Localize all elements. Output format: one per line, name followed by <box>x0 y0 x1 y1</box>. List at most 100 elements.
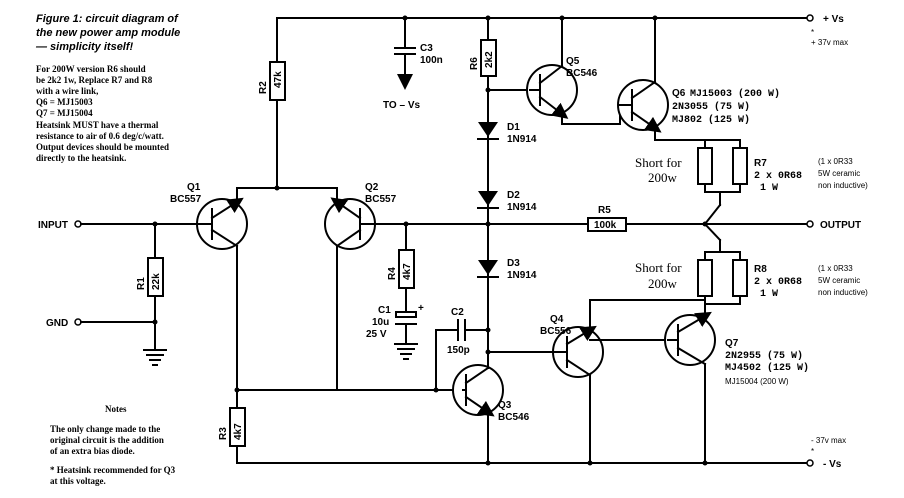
intro-line: resistance to air of 0.6 deg/c/watt. <box>36 131 164 141</box>
vs-minus-terminal[interactable] <box>806 459 814 467</box>
d1-part: 1N914 <box>507 134 537 145</box>
r7-alt: (1 x 0R33 <box>818 157 853 166</box>
vs-minus-star: * <box>811 447 814 456</box>
junction-dot <box>702 460 708 466</box>
junction-dot <box>652 15 658 21</box>
diode-d2: D2 1N914 <box>477 190 537 213</box>
transistor-q2: Q2 BC557 <box>324 182 397 250</box>
junction-dot <box>234 387 240 393</box>
r8-short-note: Short for <box>635 260 682 275</box>
q7-line: 2N2955 (75 W) <box>725 350 803 362</box>
r8-alt: non inductive) <box>818 288 868 297</box>
capacitor-c2: C2 150p <box>435 307 489 391</box>
transistor-q7: Q7 2N2955 (75 W) MJ4502 (125 W) MJ15004 … <box>664 311 809 386</box>
q6-name: Q6 <box>672 88 686 99</box>
q2-part: BC557 <box>365 194 397 205</box>
r7-short-note: 200w <box>648 170 678 185</box>
d3-part: 1N914 <box>507 270 537 281</box>
q2-name: Q2 <box>365 182 379 193</box>
notes-line: The only change made to the <box>50 424 160 434</box>
capacitor-c1: + C1 10u 25 V <box>366 303 424 360</box>
r1-value: 22k <box>151 273 162 290</box>
d1-name: D1 <box>507 122 520 133</box>
r8-alt: 5W ceramic <box>818 276 860 285</box>
intro-line: For 200W version R6 should <box>36 64 146 74</box>
q5-name: Q5 <box>566 56 580 67</box>
vs-plus-star: * <box>811 28 814 37</box>
c3-name: C3 <box>420 43 433 54</box>
transistor-q5: Q5 BC546 <box>526 56 598 119</box>
vs-plus-terminal[interactable] <box>806 14 814 22</box>
r2-name: R2 <box>258 81 269 94</box>
r3-name: R3 <box>218 427 229 440</box>
diode-d3: D3 1N914 <box>477 258 537 281</box>
junction-dot <box>485 460 491 466</box>
c2-name: C2 <box>451 307 464 318</box>
r2-value: 47k <box>273 71 284 88</box>
r7-short-note: Short for <box>635 155 682 170</box>
figure-title-line-1: Figure 1: circuit diagram of <box>36 13 179 25</box>
resistor-r4: 4k7 R4 <box>387 223 415 313</box>
output-terminal[interactable] <box>806 220 814 228</box>
q1-name: Q1 <box>187 182 201 193</box>
capacitor-c3: C3 100n TO – Vs <box>383 17 443 111</box>
r8-name: R8 <box>754 264 767 275</box>
intro-line: be 2k2 1w, Replace R7 and R8 <box>36 75 153 85</box>
input-label: INPUT <box>38 220 68 231</box>
figure-title-line-3: — simplicity itself! <box>35 41 134 53</box>
junction-dot <box>559 15 565 21</box>
resistor-r3: 4k7 R3 <box>218 407 246 464</box>
r4-value: 4k7 <box>402 263 413 280</box>
q7-line: MJ15004 (200 W) <box>725 377 789 386</box>
notes-heading: Notes <box>105 404 127 414</box>
intro-line: Output devices should be mounted <box>36 142 169 152</box>
figure-title-line-2: the new power amp module <box>36 27 180 39</box>
notes-line: of an extra bias diode. <box>50 446 135 456</box>
vs-minus-note: - 37v max <box>811 436 846 445</box>
transistor-q3: Q3 BC546 <box>452 364 530 423</box>
notes-line: at this voltage. <box>50 476 106 486</box>
transistor-q4: Q4 BC556 <box>540 314 604 378</box>
q6-line: MJ802 (125 W) <box>672 114 750 126</box>
intro-line: directly to the heatsink. <box>36 153 126 163</box>
junction-dot <box>402 15 408 21</box>
q6-line: 2N3055 (75 W) <box>672 101 750 113</box>
notes-line: * Heatsink recommended for Q3 <box>50 465 176 475</box>
ground-symbol <box>143 349 167 366</box>
r7-alt: 5W ceramic <box>818 169 860 178</box>
intro-line: with a wire link, <box>36 86 98 96</box>
vs-plus-note: + 37v max <box>811 38 848 47</box>
junction-dot <box>485 349 491 355</box>
figure-title: Figure 1: circuit diagram of the new pow… <box>35 13 180 53</box>
c1-name: C1 <box>378 305 391 316</box>
intro-line: Q7 = MJ15004 <box>36 108 93 118</box>
junction-dot <box>152 319 158 325</box>
junction-dot <box>274 185 280 191</box>
r8-line: 1 W <box>760 289 778 300</box>
d2-name: D2 <box>507 190 520 201</box>
r8-short-note: 200w <box>648 276 678 291</box>
output-label: OUTPUT <box>820 220 861 231</box>
r7-line: 1 W <box>760 183 778 194</box>
r6-name: R6 <box>469 57 480 70</box>
r4-name: R4 <box>387 267 398 280</box>
r8-alt: (1 x 0R33 <box>818 264 853 273</box>
resistor-r2: 47k R2 <box>258 17 286 189</box>
q4-name: Q4 <box>550 314 564 325</box>
vs-plus-label: + Vs <box>823 14 844 25</box>
q3-name: Q3 <box>498 400 512 411</box>
d3-name: D3 <box>507 258 520 269</box>
c1-polarity: + <box>418 303 424 314</box>
q5-part: BC546 <box>566 68 598 79</box>
resistor-r5: 100k R5 <box>587 205 807 232</box>
r7-name: R7 <box>754 158 767 169</box>
intro-line: Q6 = MJ15003 <box>36 97 93 107</box>
c1-value: 10u <box>372 317 389 328</box>
r6-value: 2k2 <box>484 51 495 68</box>
c1-voltage: 25 V <box>366 329 387 340</box>
q1-part: BC557 <box>170 194 202 205</box>
junction-dot <box>485 15 491 21</box>
q7-name: Q7 <box>725 338 739 349</box>
r5-name: R5 <box>598 205 611 216</box>
